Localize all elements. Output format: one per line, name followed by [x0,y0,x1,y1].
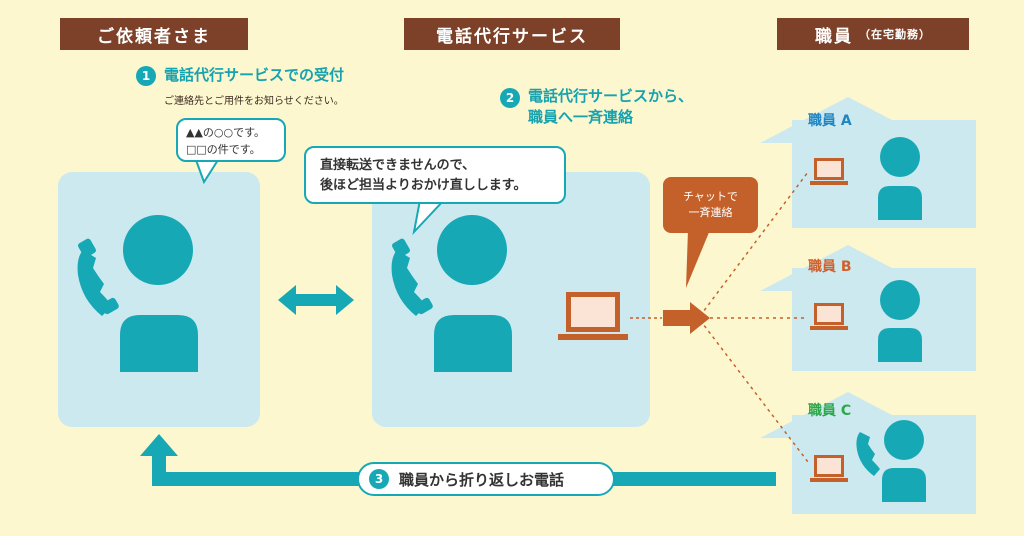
step-1-subtitle: ご連絡先とご用件をお知らせください。 [164,96,344,107]
header-client: ご依頼者さま [60,18,248,50]
broadcast-arrow-icon [663,302,710,334]
staff-c-label: 職員 C [808,403,852,419]
header-staff: 職員 （在宅勤務） [777,18,969,50]
operator-laptop-icon [558,292,628,340]
step-3-number: 3 [369,469,389,489]
client-phone-icon [77,238,119,316]
client-bubble-line2: □□の件です。 [186,143,261,156]
step-2-number: 2 [500,88,520,108]
staff-a-laptop-icon [810,158,848,185]
client-bubble-line1: ▲▲の○○です。 [186,126,266,139]
operator-person-icon [434,215,512,372]
chat-broadcast-bubble: チャットで 一斉連絡 [663,177,758,233]
client-speech-bubble: ▲▲の○○です。 □□の件です。 [176,118,286,162]
staff-a-person-icon [878,137,922,220]
staff-b-label: 職員 B [808,259,852,275]
step-1-number: 1 [136,66,156,86]
chat-bubble-line1: チャットで [683,190,738,203]
operator-bubble-line1: 直接転送できませんので、 [320,158,476,173]
step-2-title-line1: 電話代行サービスから、 [528,87,694,105]
header-service-label: 電話代行サービス [436,26,588,47]
header-service: 電話代行サービス [404,18,620,50]
step-2-title-line2: 職員へ一斉連絡 [528,108,634,126]
operator-speech-bubble: 直接転送できませんので、 後ほど担当よりおかけ直しします。 [304,146,566,204]
staff-a-label: 職員 A [808,113,852,129]
staff-c-phone-icon [856,432,880,476]
callback-label: 3 職員から折り返しお電話 [357,462,615,496]
staff-c-person-icon [882,420,926,502]
client-person-icon [120,215,198,372]
house-a [760,97,976,228]
step-3-title: 職員から折り返しお電話 [399,470,565,489]
double-arrow-icon [278,285,354,315]
staff-b-person-icon [878,280,922,362]
header-staff-note: （在宅勤務） [859,28,931,41]
chat-bubble-line2: 一斉連絡 [688,206,733,219]
step-1-title: 電話代行サービスでの受付 [164,66,345,84]
step-2-title: 電話代行サービスから、 職員へ一斉連絡 [528,86,693,128]
operator-bubble-line2: 後ほど担当よりおかけ直しします。 [320,178,527,193]
staff-b-laptop-icon [810,303,848,330]
header-staff-label: 職員 [815,26,853,47]
house-b [760,245,976,371]
operator-phone-icon [391,238,433,316]
staff-c-laptop-icon [810,455,848,482]
header-client-label: ご依頼者さま [97,26,211,47]
